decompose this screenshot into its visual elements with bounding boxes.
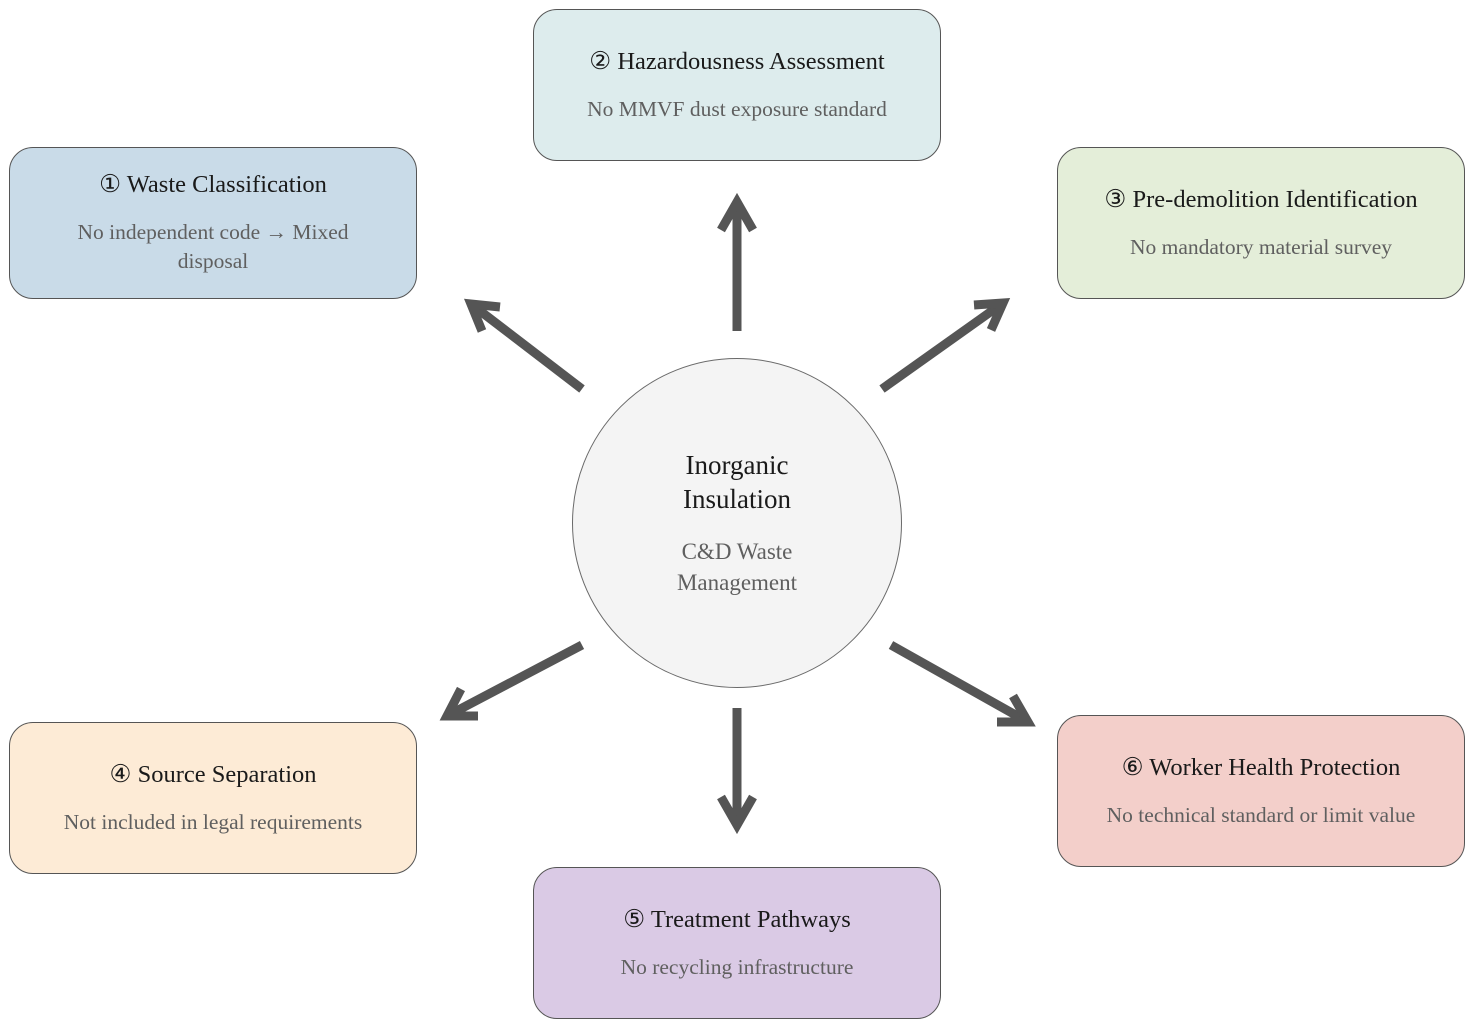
hazardousness-assessment-description: No MMVF dust exposure standard: [587, 96, 887, 121]
waste-classification-title: ① Waste Classification: [99, 171, 327, 198]
source-separation-box: ④ Source Separation Not included in lega…: [9, 722, 417, 874]
source-separation-description: Not included in legal requirements: [63, 809, 363, 834]
pre-demolition-identification-title: ③ Pre-demolition Identification: [1104, 185, 1418, 213]
arrow-to-worker-health-protection: [888, 641, 1036, 727]
treatment-pathways-title: ⑤ Treatment Pathways: [623, 905, 851, 933]
center-title: Inorganic Insulation: [683, 450, 791, 514]
arrow-to-source-separation: [439, 641, 585, 721]
arrow-to-waste-classification: [464, 298, 585, 393]
arrow-to-treatment-pathways: [717, 708, 757, 835]
arrow-to-pre-demolition-identification: [879, 297, 1011, 393]
treatment-pathways-description: No recycling infrastructure: [620, 954, 854, 979]
treatment-pathways-box: ⑤ Treatment Pathways No recycling infras…: [533, 867, 941, 1019]
hazardousness-assessment-title: ② Hazardousness Assessment: [589, 47, 885, 75]
hazardousness-assessment-box: ② Hazardousness Assessment No MMVF dust …: [533, 9, 941, 161]
worker-health-protection-description: No technical standard or limit value: [1106, 802, 1416, 827]
source-separation-title: ④ Source Separation: [109, 760, 317, 788]
arrow-to-hazardousness-assessment: [717, 192, 757, 331]
center-subtitle: C&D Waste Management: [676, 539, 798, 595]
worker-health-protection-title: ⑥ Worker Health Protection: [1121, 753, 1401, 781]
waste-classification-description: No independent code → Mixed disposal: [77, 220, 349, 273]
pre-demolition-identification-description: No mandatory material survey: [1129, 234, 1393, 259]
pre-demolition-identification-box: ③ Pre-demolition Identification No manda…: [1057, 147, 1465, 299]
waste-classification-box: ① Waste Classification No independent co…: [9, 147, 417, 299]
worker-health-protection-box: ⑥ Worker Health Protection No technical …: [1057, 715, 1465, 867]
center-node: Inorganic Insulation C&D Waste Managemen…: [572, 358, 902, 688]
